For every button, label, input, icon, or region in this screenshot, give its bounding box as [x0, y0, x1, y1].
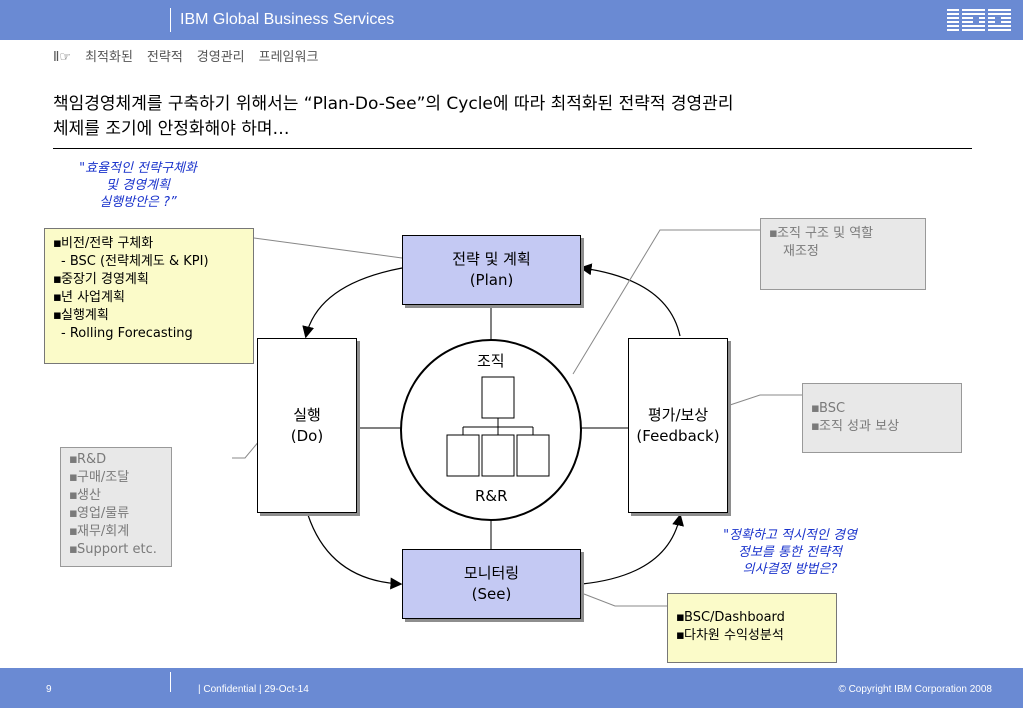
- roles-label: R&R: [475, 487, 508, 505]
- copyright: © Copyright IBM Corporation 2008: [838, 684, 992, 695]
- feedback-label: 평가/보상: [647, 405, 709, 424]
- leader-see-note: [583, 593, 667, 607]
- note-item: ▪생산: [69, 488, 101, 503]
- note-item: ▪비전/전략 구체화: [53, 236, 154, 251]
- note-item: ▪조직 구조 및 역할: [769, 226, 874, 241]
- note-item: ▪R&D: [69, 452, 107, 467]
- page-headline: 책임경영체계를 구축하기 위해서는 “Plan-Do-See”의 Cycle에 …: [53, 92, 953, 142]
- plan-note: ▪비전/전략 구체화 - BSC (전략체계도 & KPI) ▪중장기 경영계획…: [44, 228, 254, 364]
- question-line: 및 경영계획: [106, 178, 170, 193]
- org-chart-child: [516, 434, 550, 477]
- breadcrumb-item: 최적화된: [85, 50, 133, 65]
- org-note: ▪조직 구조 및 역할 재조정: [760, 218, 926, 290]
- plan-box: 전략 및 계획 (Plan): [402, 235, 581, 305]
- question-line: 의사결정 방법은?: [742, 562, 838, 577]
- note-item: 재조정: [783, 244, 819, 259]
- leader-do-note: [232, 439, 261, 459]
- question-line: "효율적인 전략구체화: [79, 161, 197, 176]
- question-line: 정보를 통한 전략적: [738, 545, 842, 560]
- plan-sublabel: (Plan): [469, 271, 514, 289]
- headline-line: 체제를 조기에 안정화해야 하며…: [53, 119, 290, 139]
- note-item: - BSC (전략체계도 & KPI): [61, 254, 209, 269]
- see-note: ▪BSC/Dashboard ▪다차원 수익성분석: [667, 593, 837, 663]
- do-box: 실행 (Do): [257, 338, 357, 513]
- do-label: 실행: [293, 405, 321, 424]
- note-item: ▪재무/회계: [69, 524, 130, 539]
- ibm-logo-icon: [947, 8, 1011, 32]
- confidential-label: | Confidential | 29-Oct-14: [198, 684, 309, 695]
- footer-separator: [170, 672, 171, 692]
- headline-line: 책임경영체계를 구축하기 위해서는 “Plan-Do-See”의 Cycle에 …: [53, 94, 734, 114]
- note-item: ▪Support etc.: [69, 542, 157, 557]
- breadcrumb-item: 경영관리: [196, 50, 245, 65]
- do-note: ▪R&D ▪구매/조달 ▪생산 ▪영업/물류 ▪재무/회계 ▪Support e…: [60, 447, 172, 567]
- plan-label: 전략 및 계획: [452, 250, 531, 268]
- note-item: ▪조직 성과 보상: [811, 419, 900, 434]
- breadcrumb: Ⅱ☞ 최적화된 전략적 경영관리 프레임워크: [53, 46, 332, 65]
- page-number: 9: [46, 684, 52, 695]
- see-box: 모니터링 (See): [402, 549, 581, 619]
- feedback-sublabel: (Feedback): [636, 426, 720, 445]
- note-item: ▪영업/물류: [69, 506, 130, 521]
- feedback-box: 평가/보상 (Feedback): [628, 338, 728, 513]
- do-sublabel: (Do): [290, 426, 324, 445]
- question-strategy: "효율적인 전략구체화 및 경영계획 실행방안은 ?”: [48, 160, 228, 211]
- see-label: 모니터링: [463, 564, 520, 582]
- arrow-do-to-see: [307, 514, 403, 590]
- note-item: ▪다차원 수익성분석: [676, 628, 784, 643]
- leader-feedback-note: [729, 394, 802, 406]
- arrow-plan-to-do: [302, 267, 403, 339]
- question-line: "정확하고 적시적인 경영: [723, 528, 857, 543]
- footer-bar: 9 | Confidential | 29-Oct-14 © Copyright…: [0, 668, 1023, 708]
- header-separator: [170, 8, 171, 32]
- note-item: ▪BSC/Dashboard: [676, 610, 785, 625]
- note-item: ▪구매/조달: [69, 470, 130, 485]
- header-title: IBM Global Business Services: [180, 11, 395, 28]
- feedback-note: ▪BSC ▪조직 성과 보상: [802, 383, 962, 453]
- note-item: - Rolling Forecasting: [61, 326, 193, 341]
- question-line: 실행방안은 ?”: [99, 195, 177, 210]
- see-sublabel: (See): [471, 585, 512, 603]
- breadcrumb-item: 프레임워크: [258, 50, 319, 65]
- note-item: ▪실행계획: [53, 308, 109, 323]
- arrow-feedback-to-plan: [579, 263, 681, 337]
- arrow-see-to-feedback: [581, 513, 684, 585]
- leader-plan-note: [253, 237, 403, 259]
- org-chart-child: [481, 434, 515, 477]
- section-icon: Ⅱ☞: [53, 50, 72, 65]
- org-chart-child: [446, 434, 480, 477]
- note-item: ▪중장기 경영계획: [53, 272, 149, 287]
- leader-org-note: [572, 229, 760, 375]
- org-chart-top: [481, 376, 515, 419]
- question-information: "정확하고 적시적인 경영 정보를 통한 전략적 의사결정 방법은?: [690, 527, 890, 578]
- header-bar: IBM Global Business Services: [0, 0, 1023, 40]
- note-item: ▪BSC: [811, 401, 846, 416]
- organization-label: 조직: [477, 352, 505, 370]
- breadcrumb-item: 전략적: [146, 50, 183, 65]
- headline-divider: [53, 148, 972, 149]
- note-item: ▪년 사업계획: [53, 290, 125, 305]
